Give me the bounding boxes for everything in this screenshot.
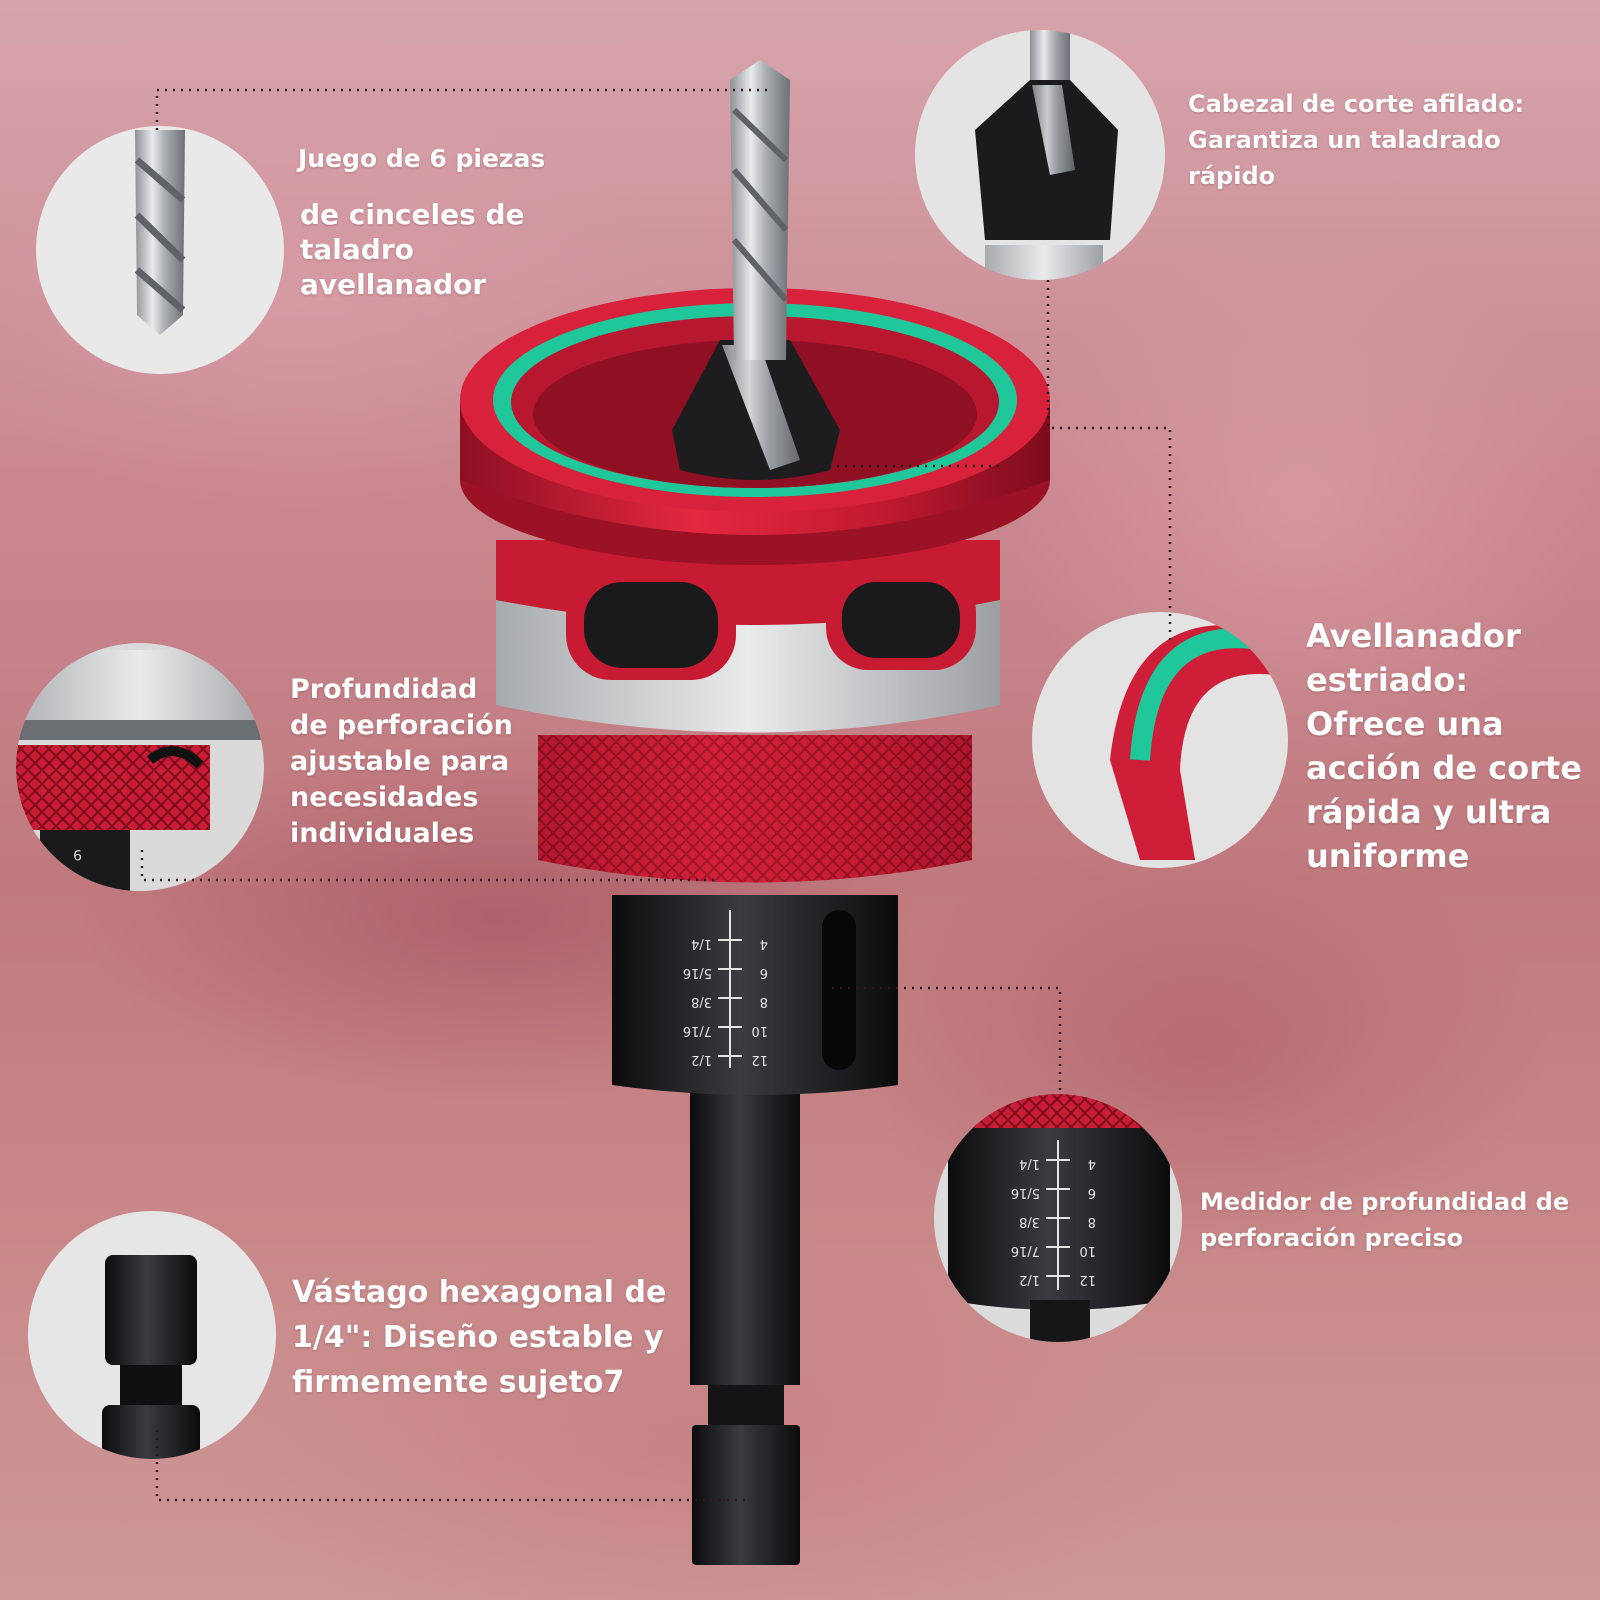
depth-adjust-line: Profundidad — [290, 674, 478, 705]
countersink-line: uniforme — [1306, 837, 1470, 875]
scale-small-label: 8 — [73, 872, 82, 888]
scale-mm-label: 6 — [760, 965, 768, 980]
scale-mm-label: 8 — [760, 994, 768, 1009]
cutting-head-text: Cabezal de corte afilado: Garantiza un t… — [1188, 86, 1588, 194]
scale-mm-label: 6 — [1088, 1185, 1096, 1200]
depth-adjust-line: individuales — [290, 818, 475, 849]
scale-inch-label: 1/4 — [691, 936, 712, 951]
scale-inch-label: 5/16 — [683, 965, 712, 980]
depth-adjust-text: Profundidad de perforación ajustable par… — [290, 672, 550, 852]
scale-mm-label: 4 — [1088, 1156, 1096, 1171]
hex-shank-line: Vástago hexagonal de — [292, 1275, 667, 1310]
hex-shank-line: 1/4": Diseño estable y — [292, 1320, 664, 1355]
scale-inch-label: 1/2 — [691, 1052, 712, 1067]
depth-adjust-line: ajustable para — [290, 746, 510, 777]
depth-gauge-line: Medidor de profundidad de — [1200, 1188, 1570, 1216]
scale-inch-label: 3/8 — [1019, 1214, 1040, 1229]
set-desc-line: de cinceles de — [300, 198, 525, 231]
cutting-head-line: rápido — [1188, 162, 1276, 190]
countersink-line: Avellanador — [1306, 617, 1521, 655]
scale-mm-label: 12 — [751, 1052, 768, 1067]
scale-inch-label: 7/16 — [683, 1023, 712, 1038]
scale-mm-label: 12 — [1079, 1272, 1096, 1287]
cutting-head-line: Garantiza un taladrado — [1188, 126, 1501, 154]
scale-inch-label: 5/16 — [1011, 1185, 1040, 1200]
set-desc-line: taladro — [300, 233, 414, 266]
scale-inch-label: 1/4 — [1019, 1156, 1040, 1171]
scale-inch-label: 1/2 — [1019, 1272, 1040, 1287]
set-desc-line: avellanador — [300, 268, 487, 301]
countersink-line: Ofrece una — [1306, 705, 1504, 743]
depth-adjust-line: de perforación — [290, 710, 513, 741]
countersink-line: rápida y ultra — [1306, 793, 1552, 831]
scale-mm-label: 10 — [751, 1023, 768, 1038]
depth-gauge-line: perforación preciso — [1200, 1224, 1464, 1252]
set-title-text: Juego de 6 piezas — [298, 144, 546, 173]
cutting-head-line: Cabezal de corte afilado: — [1188, 90, 1525, 118]
scale-mm-label: 4 — [760, 936, 768, 951]
depth-adjust-line: necesidades — [290, 782, 479, 813]
scale-inch-label: 3/8 — [691, 994, 712, 1009]
countersink-text: Avellanador estriado: Ofrece una acción … — [1306, 614, 1596, 878]
countersink-line: estriado: — [1306, 661, 1469, 699]
scale-mm-label: 10 — [1079, 1243, 1096, 1258]
scale-small-label: 9 — [73, 846, 82, 862]
countersink-line: acción de corte — [1306, 749, 1582, 787]
hex-shank-text: Vástago hexagonal de 1/4": Diseño establ… — [292, 1270, 712, 1405]
hex-shank-line: firmemente sujeto7 — [292, 1365, 625, 1400]
scale-inch-label: 7/16 — [1011, 1243, 1040, 1258]
scale-mm-label: 8 — [1088, 1214, 1096, 1229]
set-description-text: de cinceles de taladro avellanador — [300, 197, 570, 302]
depth-gauge-text: Medidor de profundidad de perforación pr… — [1200, 1184, 1600, 1256]
